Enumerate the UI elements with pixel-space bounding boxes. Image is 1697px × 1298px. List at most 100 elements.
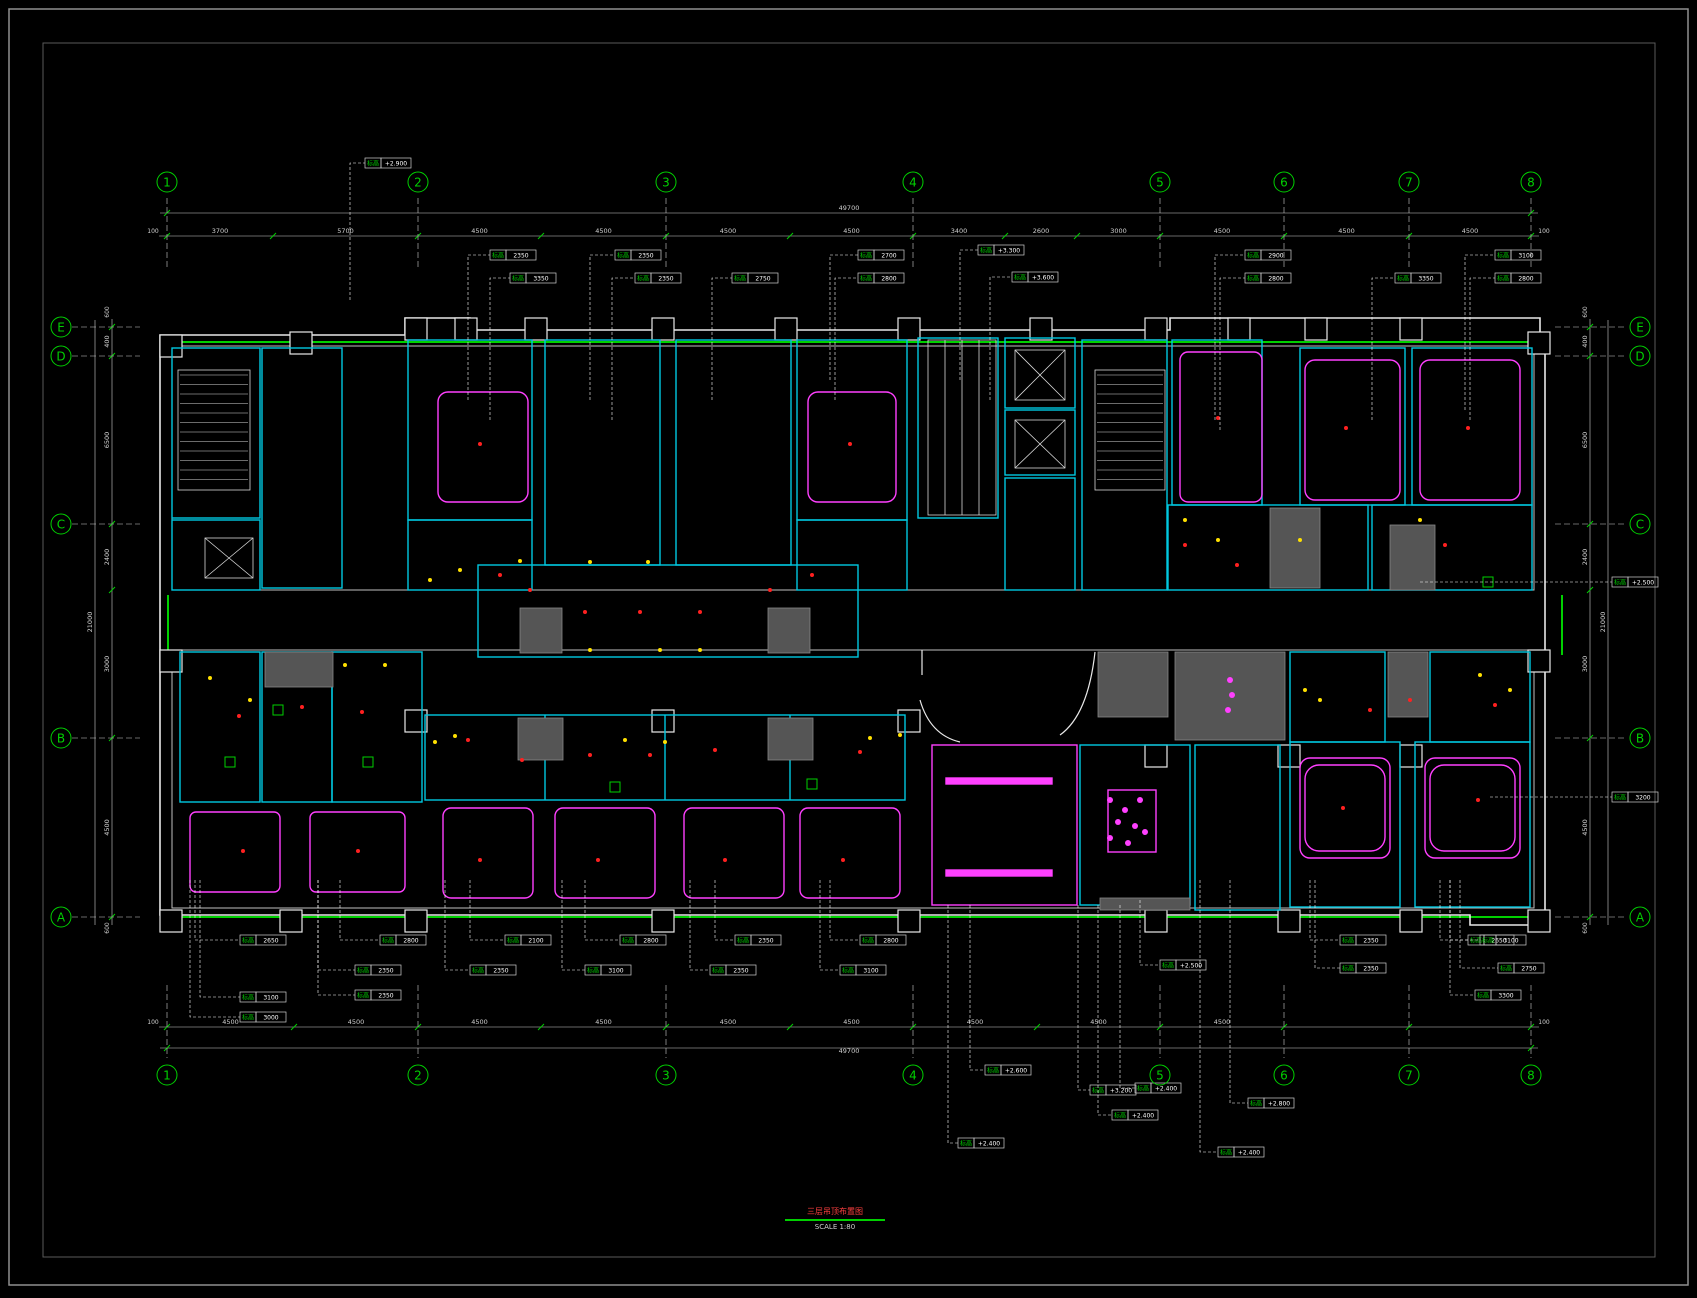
ceiling-panel — [437, 391, 529, 503]
tag-code: 标高 — [1247, 252, 1259, 260]
tag-value: 2650 — [263, 938, 278, 945]
dimension-text: 600 — [104, 922, 111, 934]
stair-treads — [180, 374, 1163, 480]
tag-value: 3200 — [1635, 795, 1650, 802]
dimension-tick — [1586, 913, 1594, 921]
tag-code: 标高 — [512, 275, 524, 283]
tag-value-box — [485, 964, 517, 976]
dimension-total: 21000 — [1599, 612, 1607, 633]
tag-code: 标高 — [1614, 579, 1626, 587]
tag-value: 2800 — [881, 276, 896, 283]
grid-bubble-column — [407, 1064, 429, 1086]
access-panel — [362, 756, 374, 768]
access-panel — [609, 781, 621, 793]
downlight — [1368, 708, 1372, 712]
grid-bubble-row — [1629, 906, 1651, 928]
structural-column — [651, 317, 675, 341]
tag-leader — [584, 880, 620, 941]
tag-code: 标高 — [242, 1014, 254, 1022]
dimension-total: 49700 — [839, 204, 860, 212]
downlight — [528, 588, 532, 592]
escalator — [927, 339, 997, 516]
downlight — [241, 849, 245, 853]
tag-code: 标高 — [637, 275, 649, 283]
tag-value-box — [725, 964, 757, 976]
dimension-text: 4500 — [1462, 227, 1479, 235]
dimension-text: 100 — [1538, 228, 1550, 235]
structural-column — [897, 909, 921, 933]
decorative-light — [1132, 823, 1138, 829]
structural-column — [651, 909, 675, 933]
grid-label-row: A — [57, 911, 66, 925]
decorative-light — [1229, 692, 1235, 698]
dimension-tick — [786, 1023, 794, 1031]
tag-value: +3.200 — [1110, 1088, 1132, 1095]
access-panel — [272, 704, 284, 716]
dimension-text: 4500 — [843, 227, 860, 235]
tag-code: 标高 — [587, 967, 599, 975]
grid-bubble-column — [902, 171, 924, 193]
tag-value-box — [1510, 272, 1542, 284]
fixture-point — [868, 736, 872, 740]
grid-label-row: D — [56, 350, 65, 364]
tag-value-box — [370, 964, 402, 976]
partition-walls-upper — [171, 337, 1533, 658]
tag-value: 3350 — [533, 276, 548, 283]
tag-leader — [1219, 277, 1245, 430]
grid-bubble-row — [1629, 345, 1651, 367]
ceiling-panel — [309, 811, 406, 893]
ceiling-panel — [1429, 764, 1516, 852]
floor-plan — [159, 317, 1563, 933]
tag-leader — [444, 880, 470, 971]
downlight — [478, 858, 482, 862]
grid-bubble-column — [1520, 1064, 1542, 1086]
ceiling-panel — [1304, 359, 1401, 501]
downlight — [1443, 543, 1447, 547]
grid-bubble-column — [1520, 171, 1542, 193]
dimension-text: 4500 — [1338, 227, 1355, 235]
dimension-text: 2600 — [1033, 227, 1050, 235]
downlight — [638, 610, 642, 614]
tag-code: 标高 — [1397, 275, 1409, 283]
structural-column — [404, 709, 428, 733]
structural-column — [897, 709, 921, 733]
tag-value: 2350 — [1363, 938, 1378, 945]
decorative-light — [1225, 707, 1231, 713]
grid-bubble-column — [1149, 171, 1171, 193]
structural-column — [651, 709, 675, 733]
tag-code: 标高 — [367, 160, 379, 168]
decorative-light — [1115, 819, 1121, 825]
tag-value: 3350 — [1418, 276, 1433, 283]
tag-value-box — [630, 249, 662, 261]
dimension-text: 4500 — [471, 227, 488, 235]
tag-value-box — [993, 244, 1025, 256]
ceiling-panel — [442, 807, 534, 899]
dimension-total: 21000 — [86, 612, 94, 633]
exterior-walls — [159, 317, 1546, 926]
tag-value-box — [1355, 934, 1387, 946]
fixture-point — [698, 648, 702, 652]
elevator-shafts — [204, 349, 1066, 579]
ceiling-panel — [807, 391, 897, 503]
tag-leader — [1469, 277, 1495, 420]
grid-label-column: 7 — [1405, 1069, 1413, 1083]
dimension-text: 100 — [147, 228, 159, 235]
fixture-point — [588, 560, 592, 564]
grid-label-column: 5 — [1156, 1069, 1164, 1083]
tag-leader — [989, 276, 1012, 400]
downlight — [478, 442, 482, 446]
tag-value-box — [1175, 959, 1207, 971]
tag-code: 标高 — [1250, 1100, 1262, 1108]
fixture-point — [663, 740, 667, 744]
tag-code: 标高 — [860, 252, 872, 260]
downlight — [858, 750, 862, 754]
tag-value: 2800 — [883, 938, 898, 945]
tag-code: 标高 — [1482, 937, 1494, 945]
fixture-point — [518, 559, 522, 563]
grid-bubble-row — [50, 316, 72, 338]
tag-code: 标高 — [617, 252, 629, 260]
decorative-light — [1125, 840, 1131, 846]
